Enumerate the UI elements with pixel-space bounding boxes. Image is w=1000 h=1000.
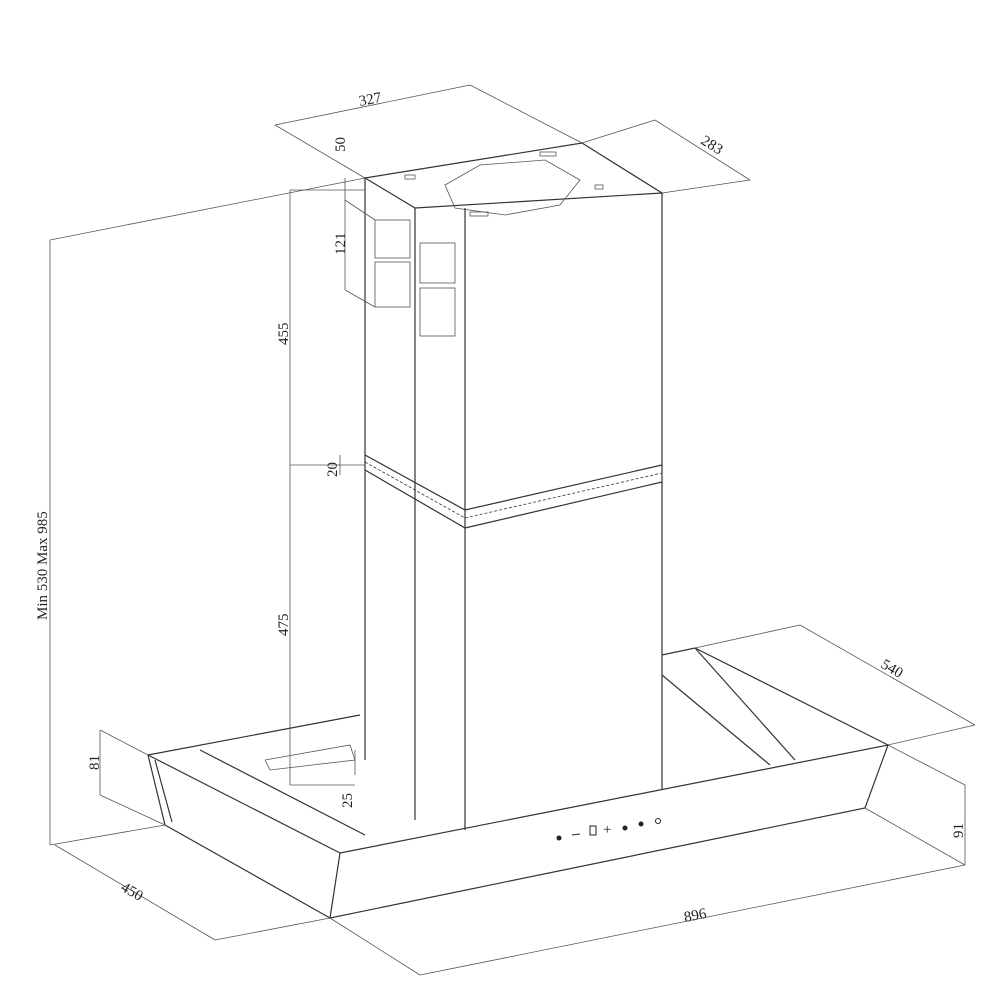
dim-896: 896 — [683, 906, 709, 926]
timer-icon[interactable] — [655, 818, 661, 824]
dim-121: 121 — [333, 233, 349, 256]
canopy — [147, 647, 889, 919]
chimney-top-face — [363, 142, 664, 209]
dim-283: 283 — [698, 133, 726, 158]
duct-opening — [444, 159, 581, 216]
mounting-slots — [404, 151, 604, 217]
dim-91: 91 — [951, 823, 967, 838]
dim-475: 475 — [276, 614, 292, 637]
minus-icon[interactable] — [571, 833, 581, 836]
dim-25: 25 — [340, 793, 356, 808]
light-icon[interactable] — [622, 825, 628, 831]
plus-icon[interactable]: + — [603, 822, 611, 838]
power-icon[interactable] — [556, 835, 562, 841]
vent-slots — [374, 219, 456, 337]
control-panel: + — [556, 818, 661, 841]
dim-450: 450 — [118, 880, 145, 905]
dim-455: 455 — [276, 323, 292, 346]
dim-81: 81 — [87, 755, 103, 770]
dim-20: 20 — [325, 462, 341, 477]
dim-540: 540 — [878, 657, 905, 682]
display-icon — [589, 825, 597, 836]
light-icon[interactable] — [638, 821, 644, 827]
dim-50: 50 — [333, 137, 349, 152]
joint-line — [464, 472, 663, 519]
dimension-lines — [49, 84, 976, 976]
dim-total-height: Min 530 Max 985 — [35, 511, 51, 620]
dim-327: 327 — [358, 90, 384, 110]
chimney-body — [364, 178, 663, 830]
joint-line — [364, 461, 466, 519]
